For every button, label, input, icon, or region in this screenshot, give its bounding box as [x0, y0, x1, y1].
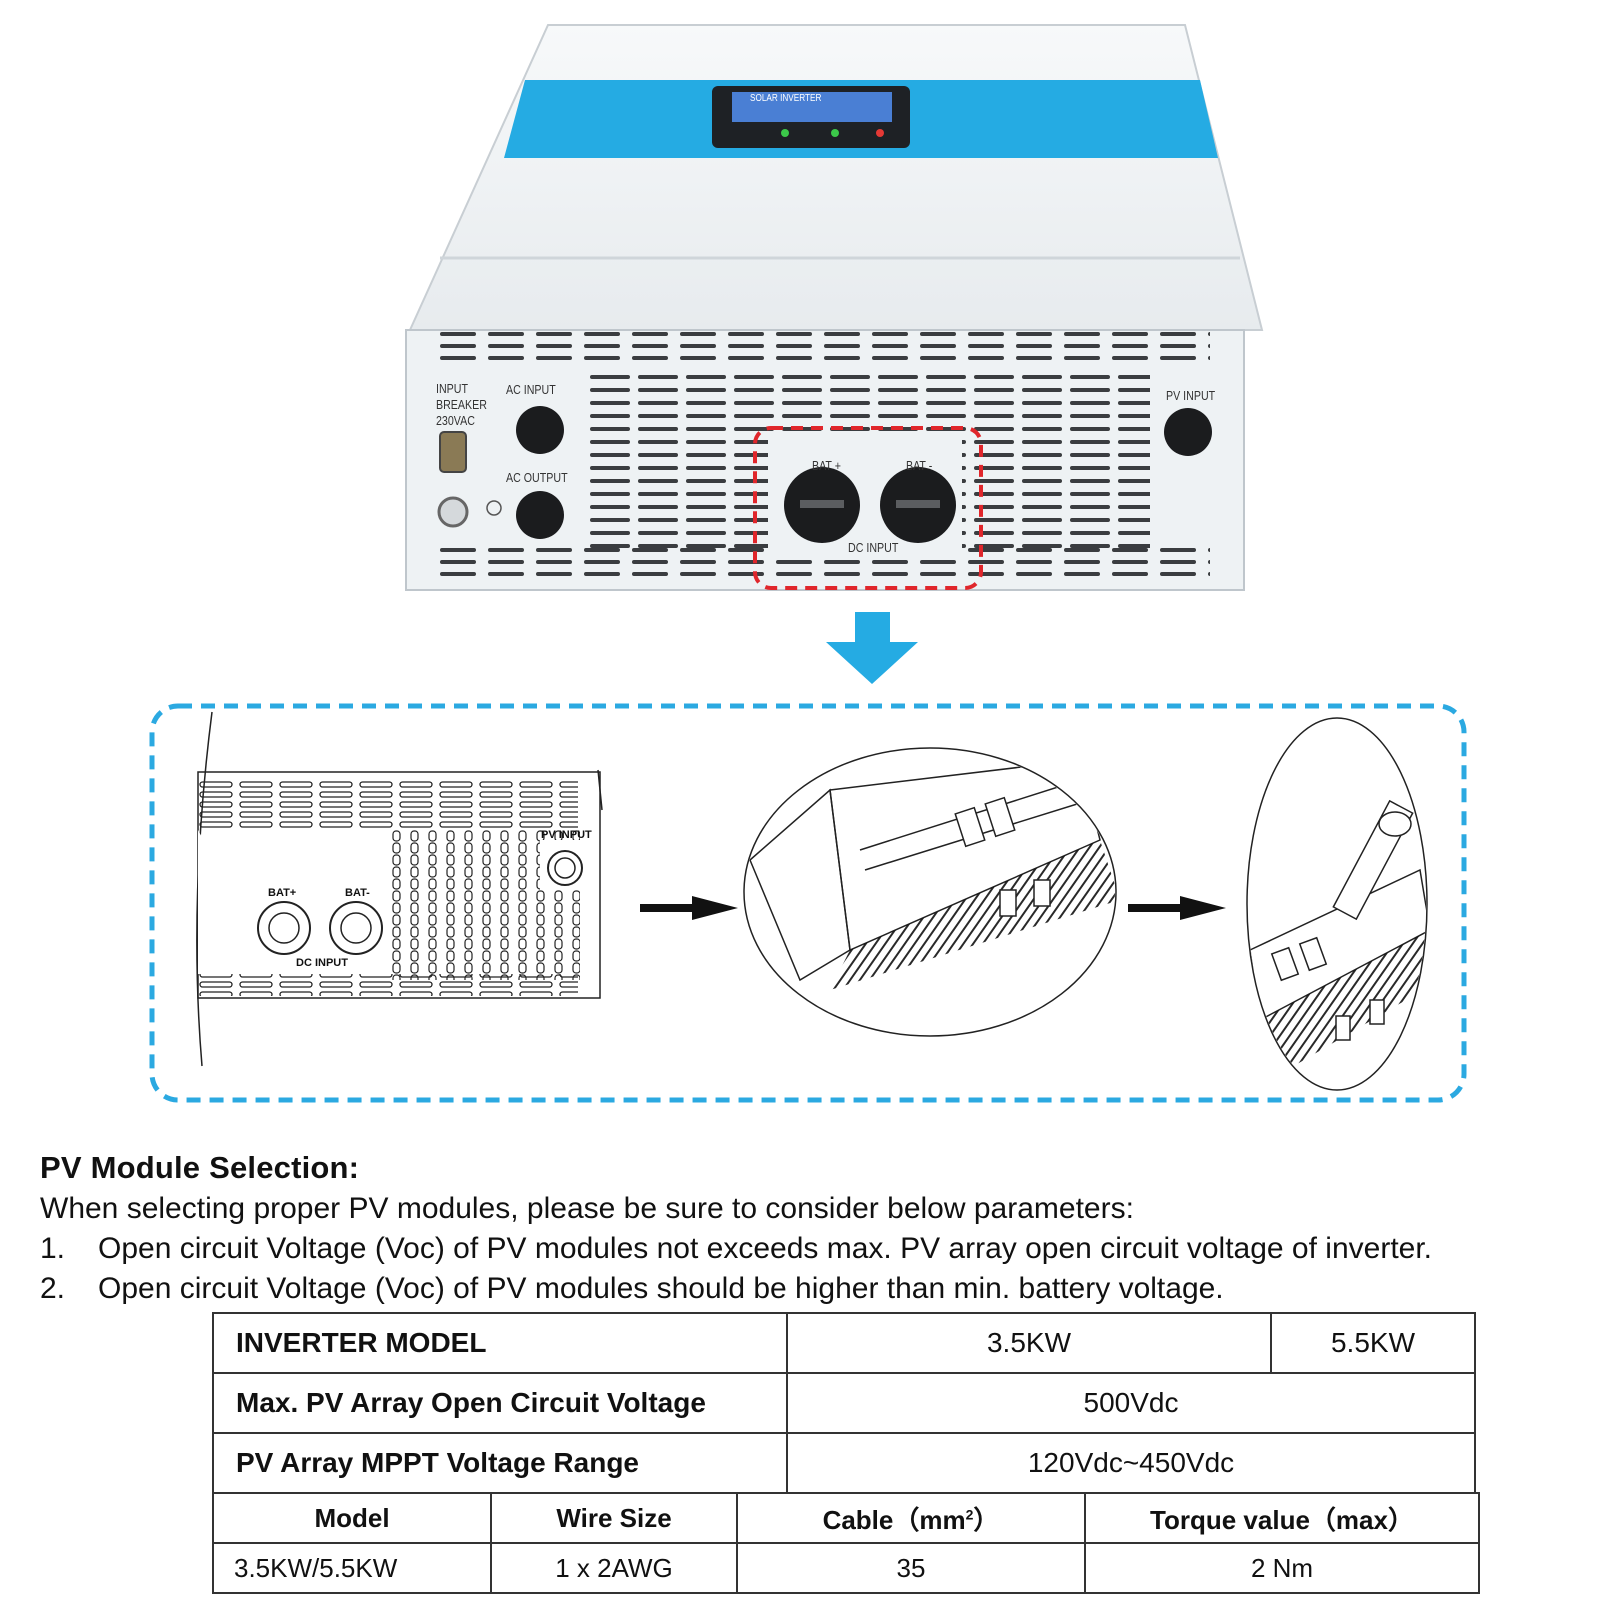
- table-header-row: Model Wire Size Cable（mm2） Torque value（…: [212, 1492, 1480, 1544]
- table-row: PV Array MPPT Voltage Range 120Vdc~450Vd…: [212, 1432, 1476, 1494]
- table-row: 3.5KW/5.5KW 1 x 2AWG 35 2 Nm: [212, 1542, 1480, 1594]
- list-text: Open circuit Voltage (Voc) of PV modules…: [98, 1272, 1224, 1305]
- diagram-illustration: BAT+ BAT- DC INPUT PV INPUT: [149, 703, 1467, 1103]
- screen-text: SOLAR INVERTER: [750, 93, 822, 104]
- table-row: Max. PV Array Open Circuit Voltage 500Vd…: [212, 1372, 1476, 1434]
- installation-diagram: BAT+ BAT- DC INPUT PV INPUT: [0, 700, 1600, 1140]
- section-heading: PV Module Selection:: [40, 1150, 360, 1185]
- list-text: Open circuit Voltage (Voc) of PV modules…: [98, 1232, 1433, 1265]
- diagram-bat-plus-label: BAT+: [268, 887, 296, 899]
- inverter-spec-table: INVERTER MODEL 3.5KW 5.5KW Max. PV Array…: [212, 1312, 1476, 1494]
- table-cell: 500Vdc: [786, 1372, 1476, 1434]
- table-cell: 5.5KW: [1270, 1312, 1476, 1374]
- column-header: Model: [212, 1492, 492, 1544]
- row-header: INVERTER MODEL: [212, 1312, 788, 1374]
- diagram-pv-input-label: PV INPUT: [541, 829, 592, 841]
- row-header: Max. PV Array Open Circuit Voltage: [212, 1372, 788, 1434]
- arrow-right-icon: [640, 896, 738, 920]
- cable-header-close: ）: [973, 1504, 1000, 1535]
- table-cell: 2 Nm: [1084, 1542, 1480, 1594]
- column-header: Torque value（max）: [1084, 1492, 1480, 1544]
- table-cell: 120Vdc~450Vdc: [786, 1432, 1476, 1494]
- list-number: 2.: [40, 1272, 66, 1305]
- section-intro: When selecting proper PV modules, please…: [40, 1192, 1134, 1225]
- superscript-2: 2: [965, 1505, 974, 1522]
- list-number: 1.: [40, 1232, 66, 1265]
- diagram-frame: [149, 703, 1467, 1103]
- pv-input-label: PV INPUT: [1166, 388, 1216, 403]
- arrow-right-icon: [1128, 896, 1226, 920]
- table-cell: 35: [736, 1542, 1086, 1594]
- column-header: Wire Size: [490, 1492, 738, 1544]
- input-breaker-label: INPUT BREAKER 230VAC: [436, 381, 487, 428]
- ac-input-label: AC INPUT: [506, 382, 556, 397]
- table-cell: 3.5KW: [786, 1312, 1272, 1374]
- table-cell: 1 x 2AWG: [490, 1542, 738, 1594]
- cable-header-text: Cable（mm: [822, 1504, 966, 1535]
- wire-spec-table: Model Wire Size Cable（mm2） Torque value（…: [212, 1492, 1480, 1594]
- dc-input-label: DC INPUT: [848, 540, 899, 555]
- diagram-dc-input-label: DC INPUT: [296, 957, 348, 969]
- arrow-down-icon: [826, 612, 918, 684]
- bat-minus-label: BAT -: [906, 458, 933, 473]
- column-header: Cable（mm2）: [736, 1492, 1086, 1544]
- bat-plus-label: BAT +: [812, 458, 841, 473]
- row-header: PV Array MPPT Voltage Range: [212, 1432, 788, 1494]
- inverter-illustration: [405, 24, 1264, 684]
- table-row: INVERTER MODEL 3.5KW 5.5KW: [212, 1312, 1476, 1374]
- diagram-bat-minus-label: BAT-: [345, 887, 370, 899]
- table-cell: 3.5KW/5.5KW: [212, 1542, 492, 1594]
- ac-output-label: AC OUTPUT: [506, 470, 568, 485]
- inverter-photo: INPUT BREAKER 230VAC AC INPUT AC OUTPUT …: [0, 0, 1600, 700]
